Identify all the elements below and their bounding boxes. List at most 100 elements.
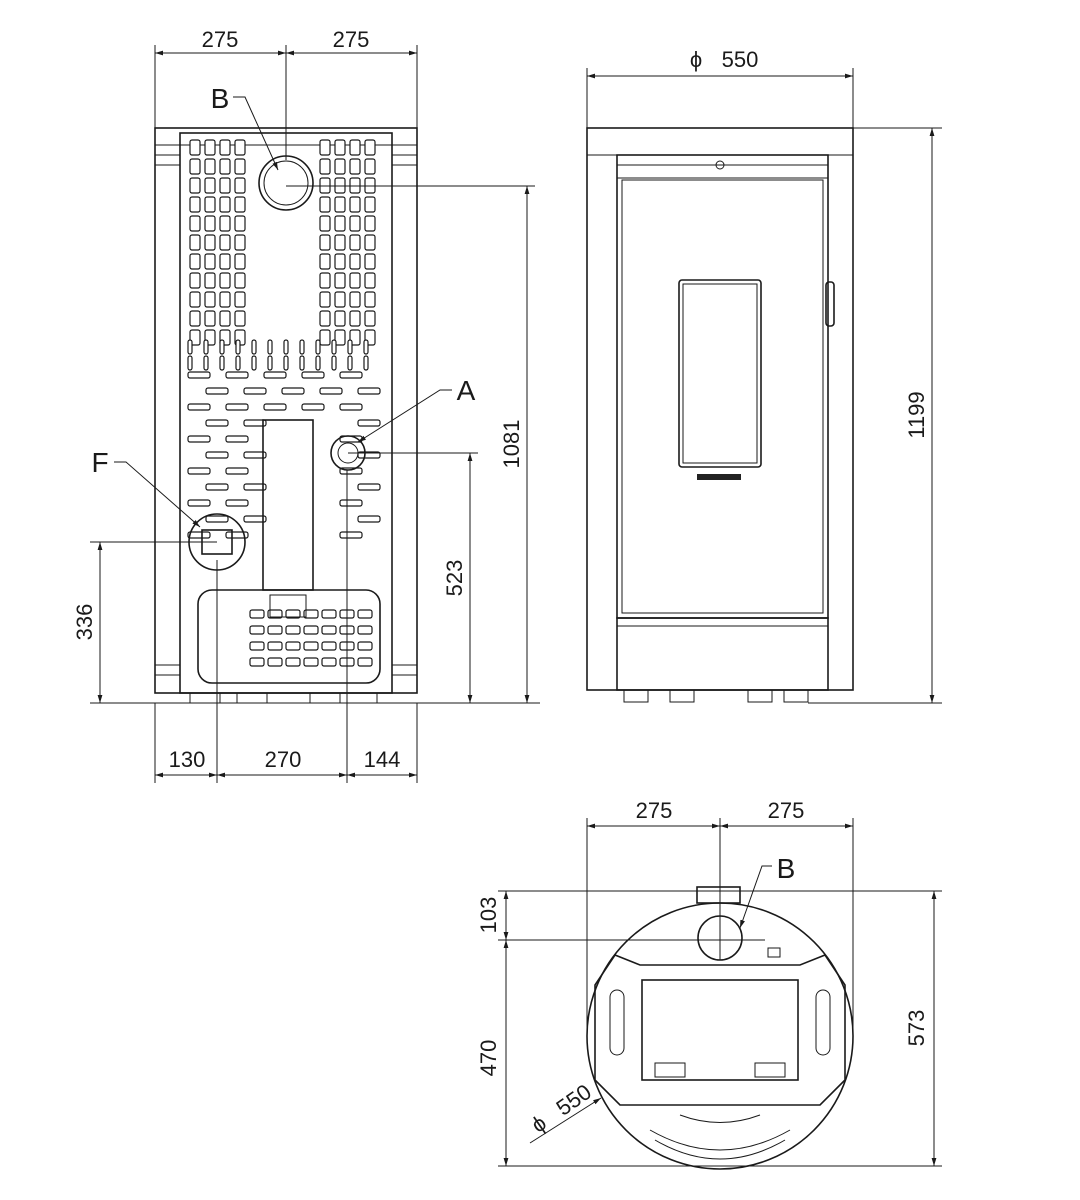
- vent-slot: [319, 158, 331, 175]
- vent-slot: [364, 234, 376, 251]
- vent-slot: [189, 139, 201, 156]
- vent-slot: [339, 403, 363, 411]
- vent-slot: [334, 234, 346, 251]
- vent-slot: [334, 310, 346, 327]
- vent-slot: [189, 196, 201, 213]
- vent-slot: [357, 515, 381, 523]
- rear-feet: [189, 692, 378, 704]
- vent-slot: [205, 451, 229, 459]
- vent-slot: [204, 177, 216, 194]
- vent-slot: [349, 215, 361, 232]
- front-lower-panel: [616, 617, 829, 691]
- vent-slot: [285, 609, 301, 619]
- vent-slot: [219, 139, 231, 156]
- front-glass-window: [678, 279, 762, 468]
- vent-slot: [249, 625, 265, 635]
- vent-slot: [187, 499, 211, 507]
- vent-slot: [219, 177, 231, 194]
- door-handle[interactable]: [825, 281, 835, 327]
- vent-slot: [357, 641, 373, 651]
- vent-slot: [219, 272, 231, 289]
- vent-slot: [319, 139, 331, 156]
- front-feet: [623, 689, 809, 703]
- vent-slot: [319, 215, 331, 232]
- vent-slot: [234, 196, 246, 213]
- vent-slot: [331, 339, 337, 355]
- vent-slot: [225, 371, 249, 379]
- vent-slot: [267, 355, 273, 371]
- vent-slot: [234, 291, 246, 308]
- vent-slot: [299, 355, 305, 371]
- vent-slot: [234, 310, 246, 327]
- vent-slot: [339, 499, 363, 507]
- vent-slot: [364, 196, 376, 213]
- vent-slot: [319, 272, 331, 289]
- vent-slot: [334, 272, 346, 289]
- vent-slot: [334, 291, 346, 308]
- vent-slot: [267, 339, 273, 355]
- vent-slot: [225, 499, 249, 507]
- vent-slot: [235, 355, 241, 371]
- vent-slot: [205, 387, 229, 395]
- vent-slot: [219, 355, 225, 371]
- vent-slot: [187, 339, 193, 355]
- vent-slot: [303, 609, 319, 619]
- top-view: 275 275 103 470 573 ϕ 550 B: [476, 798, 942, 1170]
- vent-slot: [249, 657, 265, 667]
- vent-slot: [364, 253, 376, 270]
- rear-height-336: 336: [72, 604, 97, 641]
- vent-slot: [219, 234, 231, 251]
- vent-slot: [364, 310, 376, 327]
- vent-slot: [225, 435, 249, 443]
- vent-slot: [225, 403, 249, 411]
- flue-outlet-b: [258, 155, 314, 211]
- rear-height-523: 523: [442, 560, 467, 597]
- vent-slot: [219, 196, 231, 213]
- vent-slot: [251, 339, 257, 355]
- vent-slot: [364, 291, 376, 308]
- vent-slot: [189, 177, 201, 194]
- vent-slot: [187, 355, 193, 371]
- vent-slot: [234, 158, 246, 175]
- vent-slot: [364, 272, 376, 289]
- vent-slot: [187, 435, 211, 443]
- vent-slot: [319, 291, 331, 308]
- vent-slot: [357, 387, 381, 395]
- vent-slot: [363, 355, 369, 371]
- vent-slot: [303, 641, 319, 651]
- vent-slot: [219, 310, 231, 327]
- vent-slot: [349, 310, 361, 327]
- vent-slot: [189, 291, 201, 308]
- vent-slot: [285, 657, 301, 667]
- vent-slot: [349, 253, 361, 270]
- vent-slot: [267, 625, 283, 635]
- vent-slot: [203, 339, 209, 355]
- vent-slot: [219, 158, 231, 175]
- vent-slot: [234, 139, 246, 156]
- vent-slot: [321, 625, 337, 635]
- vent-slot: [243, 483, 267, 491]
- vent-slot: [187, 467, 211, 475]
- vent-slot: [204, 310, 216, 327]
- vent-slot: [299, 339, 305, 355]
- vent-slot: [349, 291, 361, 308]
- vent-slot: [234, 177, 246, 194]
- rear-bottom-dim-2: 270: [265, 747, 302, 772]
- vent-slot: [349, 139, 361, 156]
- top-dim-573: 573: [904, 1010, 929, 1047]
- top-flue-collar: [696, 886, 741, 904]
- rear-bottom-dim-1: 130: [169, 747, 206, 772]
- vent-slot: [349, 196, 361, 213]
- vent-slot: [189, 253, 201, 270]
- vent-slot: [301, 403, 325, 411]
- top-dim-left: 275: [636, 798, 673, 823]
- label-b-top: B: [777, 853, 796, 884]
- vent-slot: [285, 625, 301, 635]
- vent-slot: [204, 253, 216, 270]
- rear-center-channel: [262, 419, 314, 591]
- vent-slot: [334, 196, 346, 213]
- vent-slot: [219, 215, 231, 232]
- vent-slot: [315, 355, 321, 371]
- front-diameter-dim: 550: [722, 47, 759, 72]
